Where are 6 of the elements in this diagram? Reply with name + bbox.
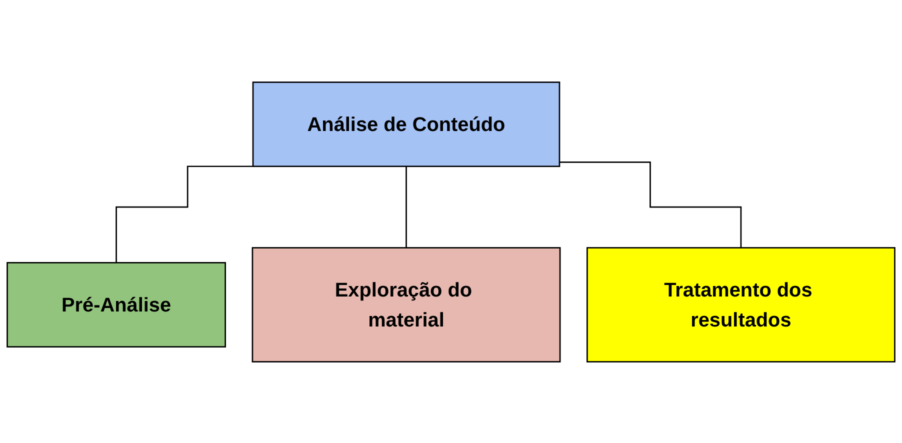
node-box: Exploração do material	[252, 246, 561, 362]
connector	[406, 165, 407, 248]
connector	[560, 161, 742, 248]
node-box: Análise de Conteúdo	[252, 81, 560, 167]
node-box: Pré-Análise	[6, 262, 226, 348]
node-box: Tratamento dos resultados	[586, 246, 896, 362]
